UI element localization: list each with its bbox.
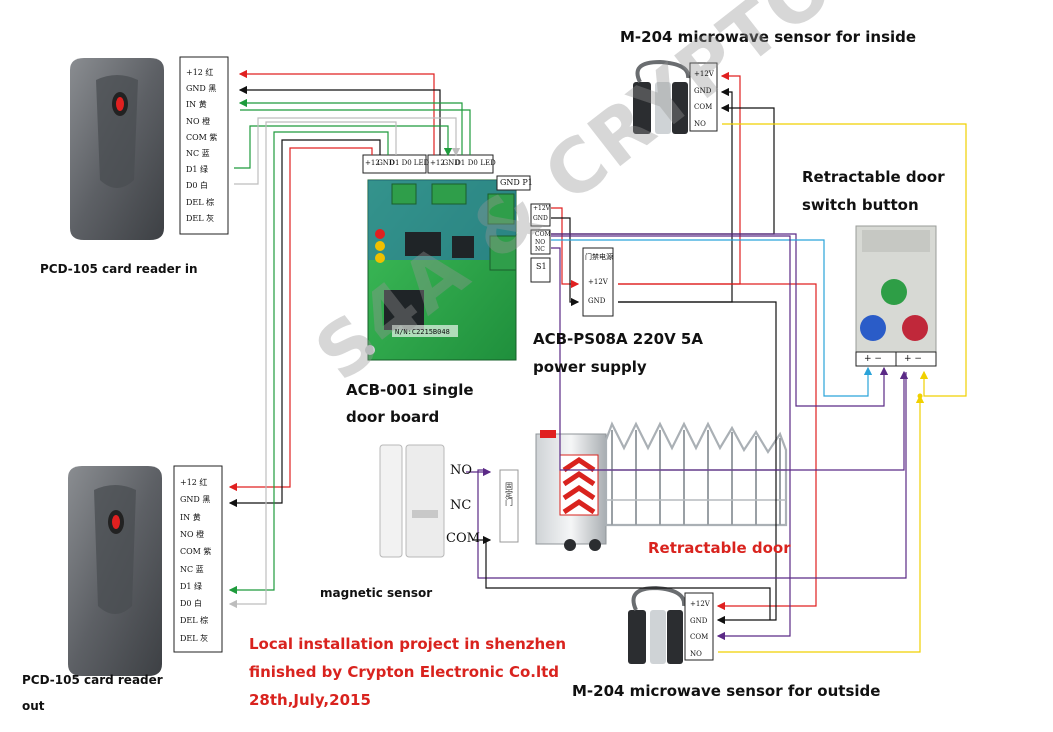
reader_terminals-8: DEL 棕 <box>186 197 215 207</box>
reader_terminals-9: DEL 灰 <box>186 213 215 223</box>
board-header-a-box <box>362 154 427 174</box>
card-reader-out <box>68 466 162 676</box>
switch-button-panel <box>855 225 937 367</box>
label-door: Retractable door <box>648 539 791 557</box>
board_header_a-0: +12 <box>365 159 380 167</box>
reader_terminals-3: NO 橙 <box>186 116 211 126</box>
reader_terminals-3: NO 橙 <box>180 529 205 539</box>
card-reader-in <box>70 58 164 240</box>
board_header_b-4: LED <box>480 159 496 167</box>
reader_terminals-5: NC 蓝 <box>186 149 210 158</box>
wires <box>228 69 967 653</box>
magnetic-sensor-device <box>379 444 445 558</box>
label-board-line1: ACB-001 single <box>346 381 474 399</box>
label-board-line2: door board <box>346 408 440 426</box>
label-power-line1: ACB-PS08A 220V 5A <box>533 330 703 348</box>
reader_terminals-4: COM 紫 <box>186 132 218 142</box>
board_header_b-3: D0 <box>467 159 478 167</box>
note-line1: Local installation project in shenzhen <box>249 635 567 653</box>
reader_terminals-9: DEL 灰 <box>180 633 209 643</box>
label-reader-out-line2: out <box>22 699 45 713</box>
reader_terminals-1: GND 黑 <box>186 84 217 94</box>
reader_terminals-0: +12 红 <box>180 478 208 487</box>
reader_terminals-7: D0 白 <box>180 599 203 609</box>
mag-terminal-no: NO <box>450 463 473 478</box>
board_header_a-1: GND <box>377 159 395 167</box>
reader-out-terminal-box <box>173 465 223 653</box>
sensor_terminals-2: COM <box>694 103 713 111</box>
reader_terminals-8: DEL 棕 <box>180 616 209 626</box>
board-s1-box <box>530 257 551 283</box>
retractable-door-device: 固定门 <box>499 421 788 551</box>
reader_terminals-1: GND 黑 <box>180 495 211 505</box>
board-gnd-p1: GND P1 <box>500 178 533 187</box>
board_power_terminals-0: +12V <box>533 205 550 212</box>
label-reader-out-line1: PCD-105 card reader <box>22 673 163 687</box>
board_power_terminals-1: GND <box>533 215 548 222</box>
psu-title: 门禁电源 <box>585 253 613 261</box>
switch_terminals-0: + − <box>864 354 882 364</box>
board-power-terminal-box <box>530 203 551 227</box>
sensor_terminals-0: +12V <box>694 70 714 78</box>
board_header_b-0: +12 <box>430 159 445 167</box>
label-power-line2: power supply <box>533 358 647 376</box>
board_relay_terminals-0: COM <box>535 231 551 238</box>
board_header_b-2: D1 <box>455 159 466 167</box>
board-gnd-p1-box <box>496 175 531 191</box>
board_header_a-3: D0 <box>401 159 412 167</box>
switch_terminals-1: + − <box>904 354 922 364</box>
sensor-inside-terminal-box <box>689 62 718 132</box>
psu-box <box>582 247 614 317</box>
reader_terminals-2: IN 黄 <box>186 100 207 110</box>
sensor_terminals-0: +12V <box>690 600 710 608</box>
reader_terminals-5: NC 蓝 <box>180 564 204 574</box>
psu_terminals-0: +12V <box>588 278 608 286</box>
sensor_terminals-3: NO <box>694 119 706 128</box>
note-line3: 28th,July,2015 <box>249 691 371 709</box>
board-s1: S1 <box>536 262 547 271</box>
mag-terminal-com: COM <box>446 531 480 546</box>
reader_terminals-4: COM 紫 <box>180 547 212 557</box>
board_header_a-2: D1 <box>389 159 400 167</box>
label-switch-line2: switch button <box>802 196 919 214</box>
board_relay_terminals-1: NO <box>535 238 546 246</box>
label-switch-line1: Retractable door <box>802 168 945 186</box>
sensor-outside-device <box>628 585 687 664</box>
reader_terminals-7: D0 白 <box>186 181 209 191</box>
sensor-inside-device <box>633 59 691 134</box>
board-code: N/N:C2215B048 <box>395 328 450 336</box>
board-relay-terminal-box <box>530 229 551 255</box>
board_relay_terminals-2: NC <box>535 246 545 254</box>
note-line2: finished by Crypton Electronic Co.ltd <box>249 663 560 681</box>
mag-terminal-nc: NC <box>450 498 472 513</box>
label-sensor-outside: M-204 microwave sensor for outside <box>572 682 881 700</box>
reader_terminals-6: D1 绿 <box>186 165 209 175</box>
sensor_terminals-3: NO <box>690 649 702 658</box>
label-sensor-inside: M-204 microwave sensor for inside <box>620 28 917 46</box>
board_header_a-4: LED <box>413 159 430 167</box>
door-sign: 固定门 <box>505 482 514 507</box>
control-board: N/N:C2215B048 <box>365 179 517 361</box>
label-reader-in: PCD-105 card reader in <box>40 262 198 276</box>
sensor_terminals-1: GND <box>694 86 712 95</box>
sensor-outside-terminal-box <box>684 592 714 661</box>
board-header-b-box <box>427 154 494 174</box>
sensor_terminals-1: GND <box>690 616 708 625</box>
sensor_terminals-2: COM <box>690 633 709 641</box>
psu_terminals-1: GND <box>588 297 606 305</box>
reader_terminals-0: +12 红 <box>186 68 214 77</box>
reader_terminals-6: D1 绿 <box>180 581 203 591</box>
board_header_b-1: GND <box>442 159 460 167</box>
reader_terminals-2: IN 黄 <box>180 512 201 522</box>
label-magnetic: magnetic sensor <box>320 586 433 600</box>
reader-in-terminal-box <box>179 56 229 235</box>
